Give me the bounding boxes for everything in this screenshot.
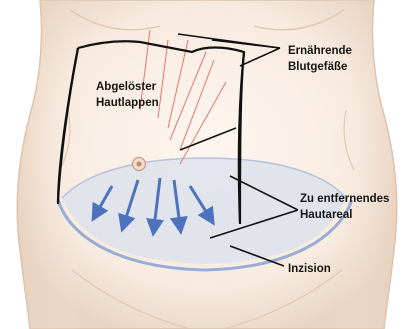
label-skin-line1: Zu entfernendes (300, 193, 389, 205)
navel (133, 158, 146, 171)
label-vessels-line1: Ernährende (288, 45, 352, 57)
label-skin-line2: Hautareal (300, 209, 352, 221)
label-flap-line2: Hautlappen (96, 97, 159, 109)
label-incision: Inzision (288, 263, 331, 275)
label-vessels-line2: Blutgefäße (288, 61, 347, 73)
label-flap-line1: Abgelöster (96, 81, 157, 93)
